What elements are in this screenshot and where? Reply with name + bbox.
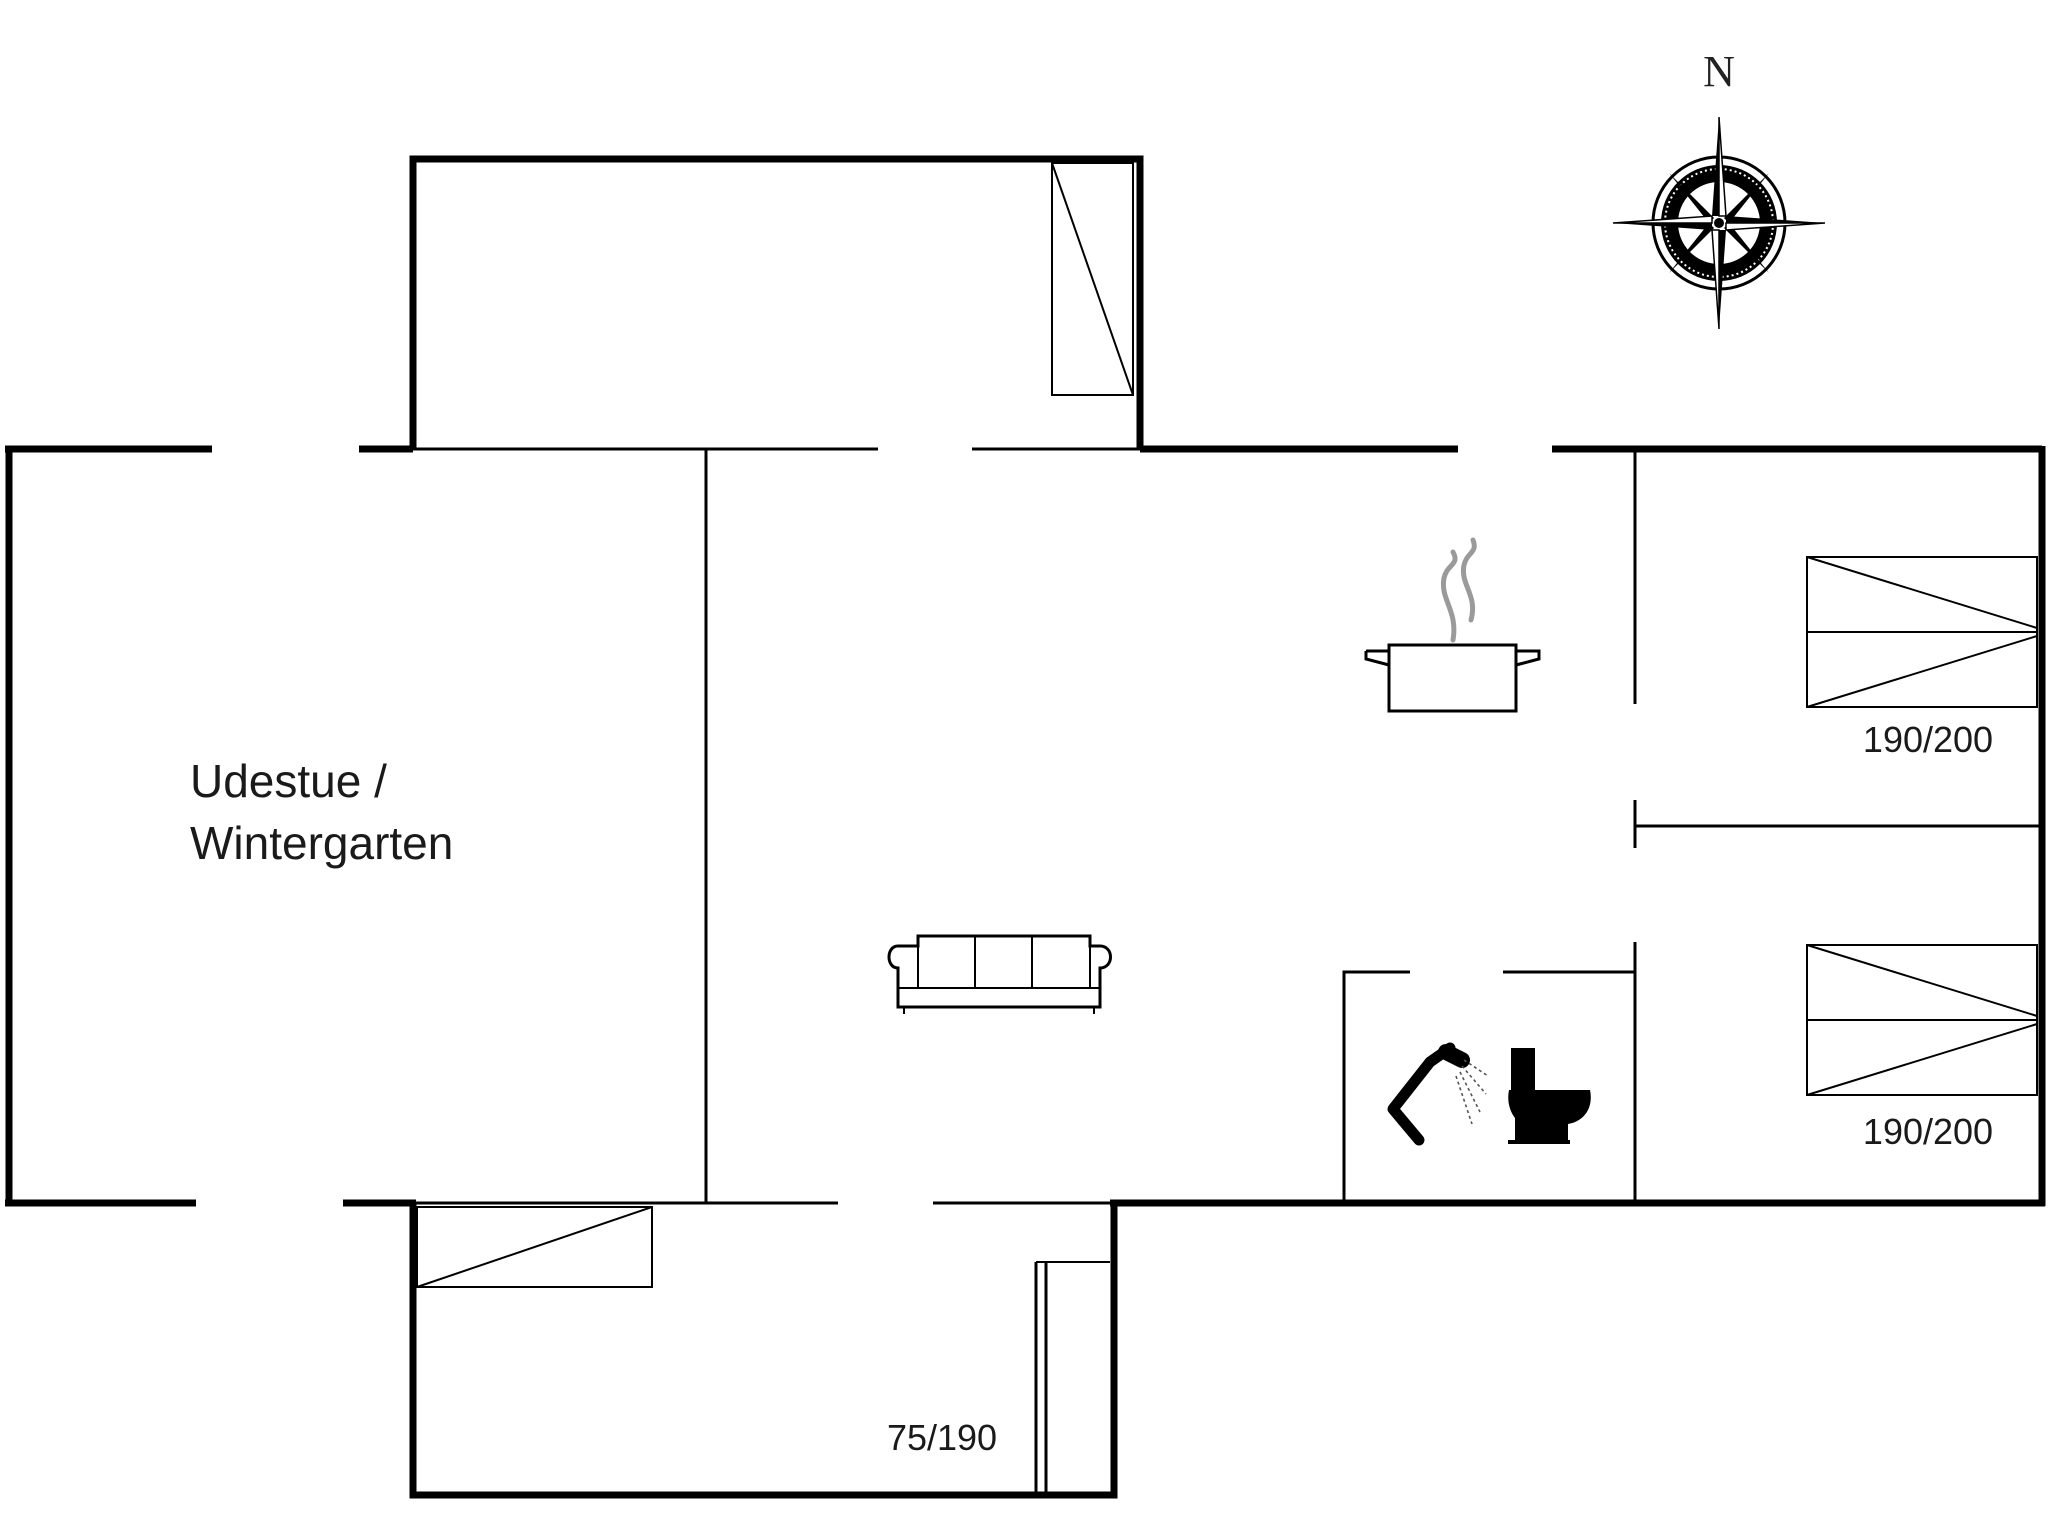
stair-top [1051,162,1134,396]
exterior-walls [5,155,2046,1499]
shower-icon [1387,1042,1489,1146]
cooking-pot-icon [1364,537,1541,713]
interior-walls [413,447,2040,1492]
room-label-sunroom-line2: Wintergarten [190,817,453,869]
bed-bottom [1806,944,2038,1096]
bed-size-label-small: 75/190 [887,1417,997,1458]
room-label-sunroom-line1: Udestue / [190,755,387,807]
compass-rose-icon [1612,116,1826,330]
sofa-icon [887,934,1112,1014]
bed-size-label-top: 190/200 [1863,719,1993,760]
toilet-icon [1508,1048,1591,1144]
stair-bottom [416,1206,653,1288]
bed-size-label-bottom: 190/200 [1863,1111,1993,1152]
north-label: N [1703,47,1735,96]
bed-top [1806,556,2038,708]
